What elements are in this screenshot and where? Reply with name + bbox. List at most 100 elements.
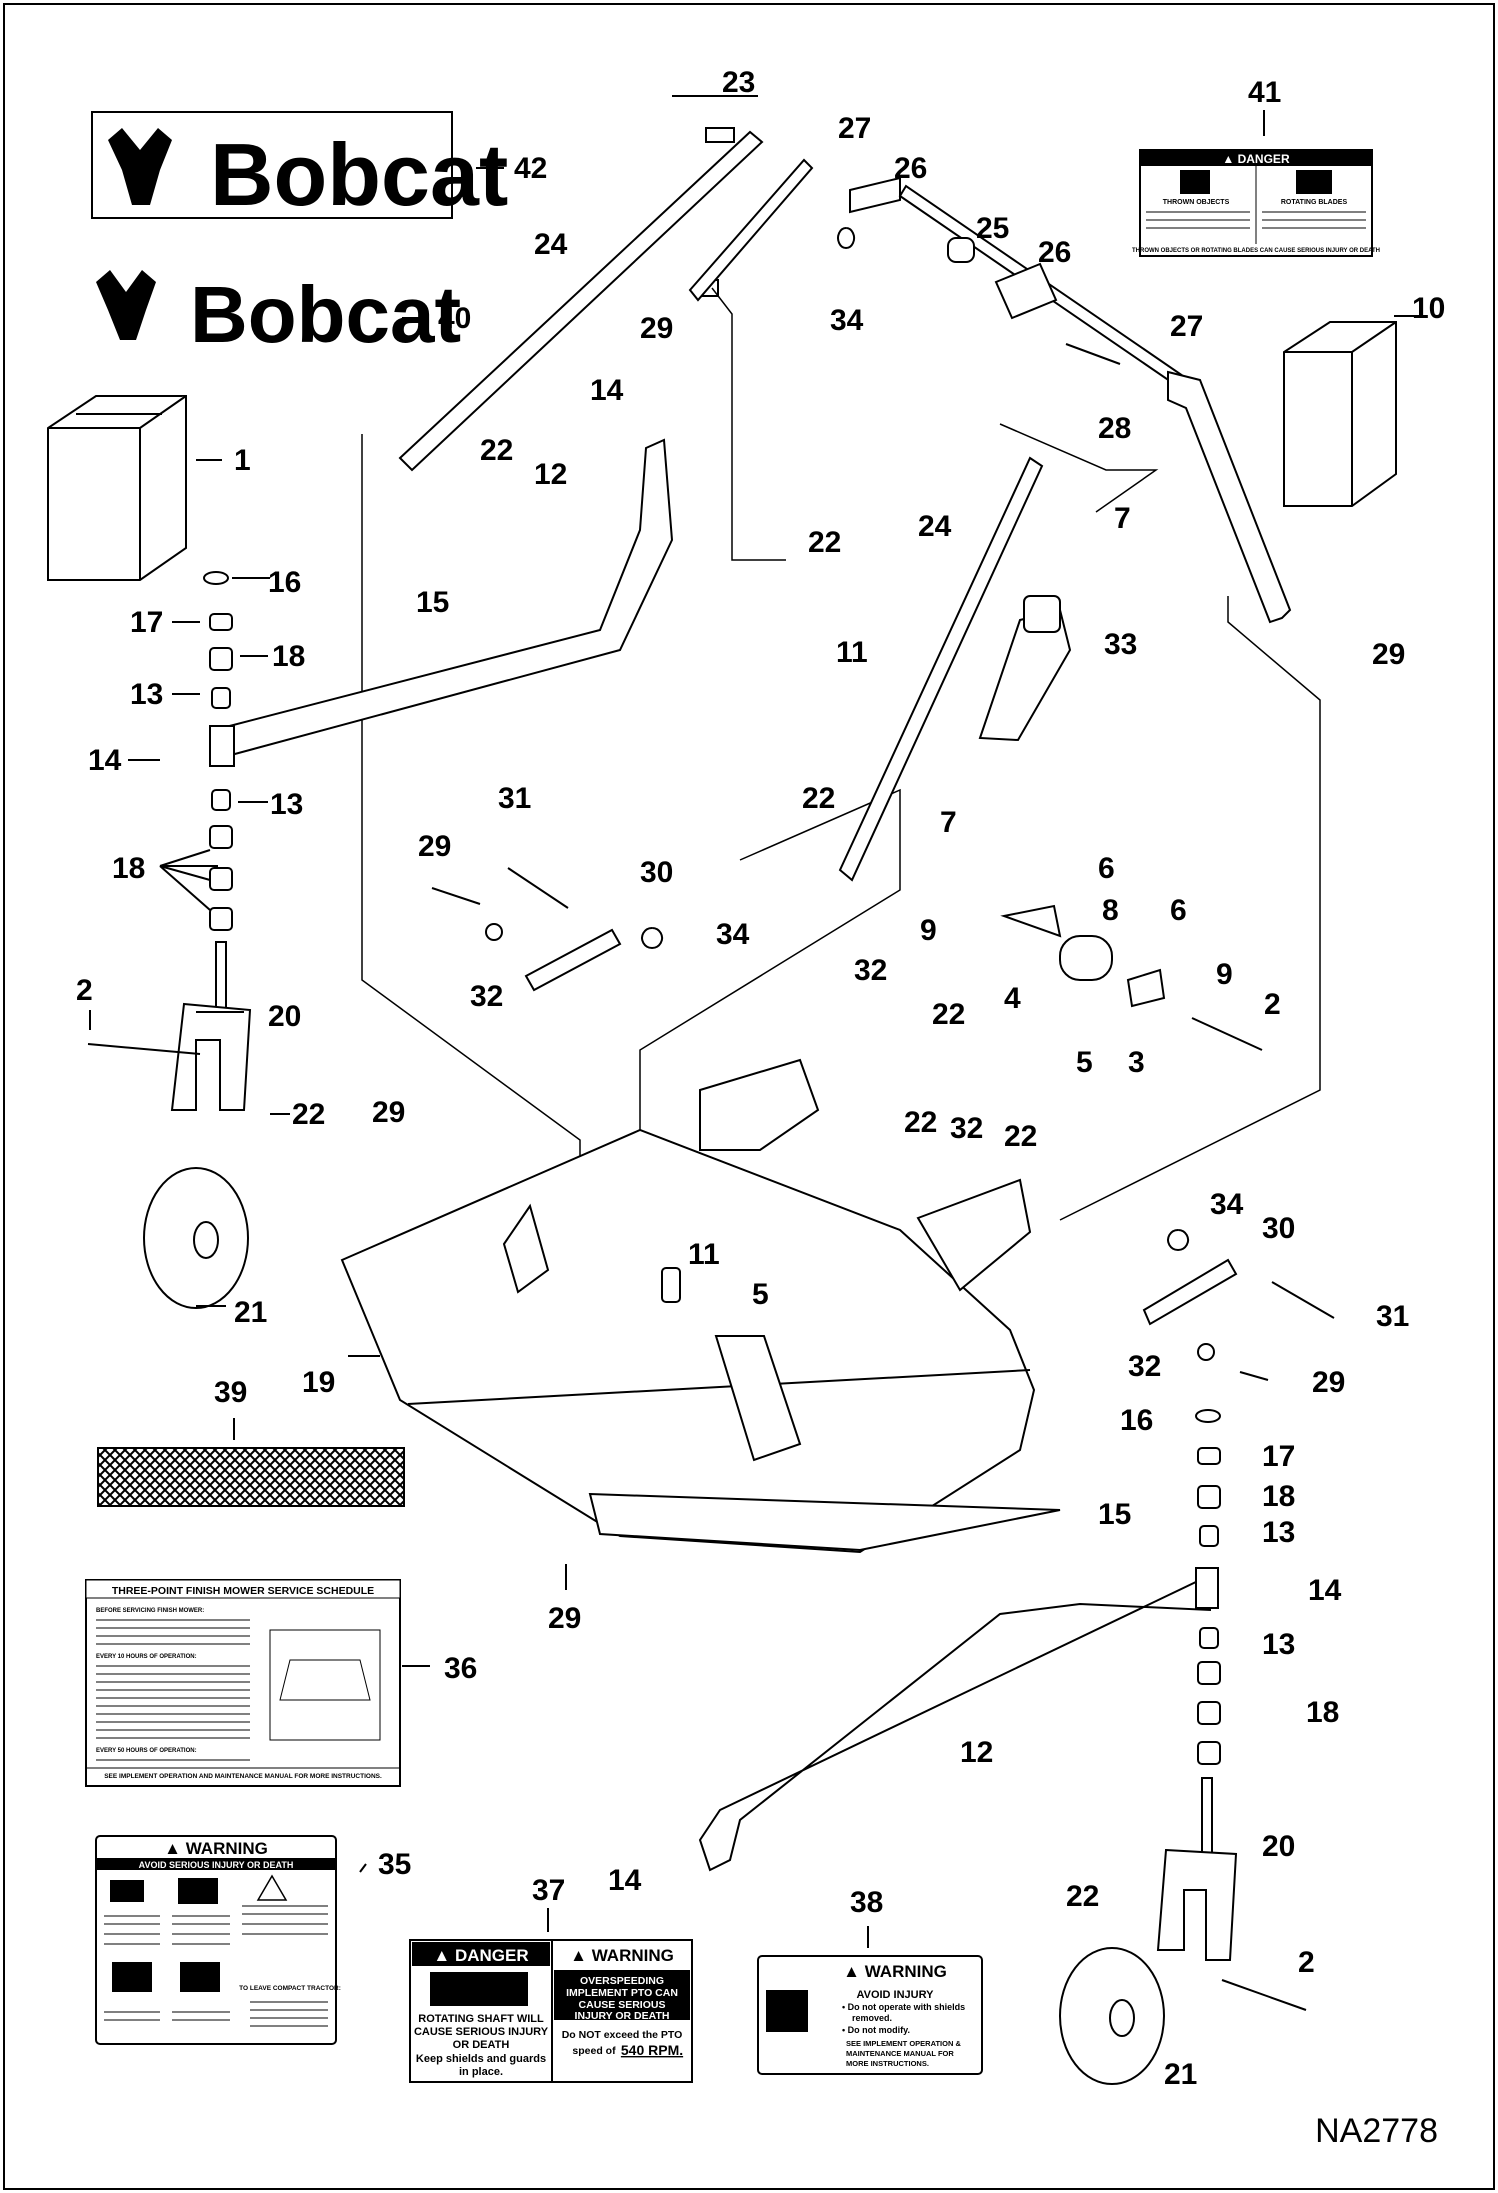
callout-22: 22 xyxy=(480,434,513,467)
callout-21b: 21 xyxy=(1164,2058,1197,2091)
deck-rear-bracket xyxy=(714,1335,802,1462)
callout-14: 14 xyxy=(590,374,624,407)
bobcat-head-icon xyxy=(108,128,172,205)
callout-22g: 22 xyxy=(1004,1120,1037,1153)
callout-2c: 2 xyxy=(1298,1946,1315,1979)
right-caster-assembly xyxy=(698,1409,1307,2085)
pin-28 xyxy=(1065,343,1121,365)
svg-text:removed.: removed. xyxy=(852,2013,892,2023)
warning-decal-35: ▲ WARNING AVOID SERIOUS INJURY OR DEATH … xyxy=(95,1835,341,2045)
callout-6b: 6 xyxy=(1170,894,1187,927)
svg-text:ROTATING SHAFT WILL: ROTATING SHAFT WILL xyxy=(418,2013,544,2025)
left-caster-assembly xyxy=(87,438,674,1309)
callout-30: 30 xyxy=(640,856,673,889)
caution-triangle-icon xyxy=(256,1874,288,1901)
svg-text:OR DEATH: OR DEATH xyxy=(453,2039,510,2051)
svg-text:• Do not modify.: • Do not modify. xyxy=(842,2025,910,2035)
svg-text:• Do not operate with shields: • Do not operate with shields xyxy=(842,2002,965,2012)
callout-15: 15 xyxy=(416,586,449,619)
callout-13b: 13 xyxy=(270,788,303,821)
pto-entanglement-icon xyxy=(178,1878,218,1904)
callout-24: 24 xyxy=(534,228,568,261)
callout-37: 37 xyxy=(532,1874,565,1907)
callout-38: 38 xyxy=(850,1886,883,1919)
svg-text:MORE INSTRUCTIONS.: MORE INSTRUCTIONS. xyxy=(846,2059,929,2068)
page-border xyxy=(3,3,1495,2190)
callout-16: 16 xyxy=(268,566,301,599)
center-linkage xyxy=(431,867,664,992)
callout-17b: 17 xyxy=(1262,1440,1295,1473)
callout-40: 40 xyxy=(438,302,471,335)
spacer-13b xyxy=(211,789,231,811)
callout-2b: 2 xyxy=(1264,988,1281,1021)
drawing-reference-number: NA2778 xyxy=(1315,2112,1438,2150)
manual-box-10 xyxy=(1283,321,1397,507)
callout-19: 19 xyxy=(302,1366,335,1399)
thrown-objects-icon xyxy=(1180,170,1210,194)
callout-22b: 22 xyxy=(808,526,841,559)
caster-arm-15-right xyxy=(698,1569,1211,1872)
seatbelt-icon xyxy=(180,1962,220,1992)
logo-text-40: Bobcat xyxy=(190,270,461,359)
callout-18d: 18 xyxy=(1306,1696,1339,1729)
service-schedule-decal-36: THREE-POINT FINISH MOWER SERVICE SCHEDUL… xyxy=(85,1579,401,1787)
callout-31: 31 xyxy=(498,782,531,815)
svg-text:THROWN OBJECTS OR ROTATING BLA: THROWN OBJECTS OR ROTATING BLADES CAN CA… xyxy=(1132,248,1380,254)
callout-18: 18 xyxy=(272,640,305,673)
mower-deck-19 xyxy=(340,1058,1061,1554)
deck-center-bracket xyxy=(699,1058,820,1151)
svg-text:▲ DANGER: ▲ DANGER xyxy=(1222,152,1290,166)
callout-34b: 34 xyxy=(716,918,750,951)
svg-text:MAINTENANCE MANUAL FOR: MAINTENANCE MANUAL FOR xyxy=(846,2049,954,2058)
callout-12: 12 xyxy=(534,458,567,491)
callout-20: 20 xyxy=(268,1000,301,1033)
bobcat-logo-decal-42: Bobcat xyxy=(91,111,508,224)
callout-18c: 18 xyxy=(1262,1480,1295,1513)
callout-32: 32 xyxy=(854,954,887,987)
callout-24b: 24 xyxy=(918,510,952,543)
svg-text:IMPLEMENT PTO CAN: IMPLEMENT PTO CAN xyxy=(566,1987,678,1999)
callout-20b: 20 xyxy=(1262,1830,1295,1863)
callout-7b: 7 xyxy=(940,806,957,839)
roller-assembly-8 xyxy=(1000,904,1263,1051)
deck-bracket-right xyxy=(916,1178,1032,1292)
spacer-13 xyxy=(211,687,231,709)
callout-25: 25 xyxy=(976,212,1009,245)
shield-guard-icon xyxy=(766,1990,808,2032)
svg-text:Keep shields and guards: Keep shields and guards xyxy=(416,2053,546,2065)
svg-text:▲ WARNING: ▲ WARNING xyxy=(164,1839,268,1858)
svg-text:540 RPM.: 540 RPM. xyxy=(621,2042,683,2058)
callout-9: 9 xyxy=(920,914,937,947)
callout-9b: 9 xyxy=(1216,958,1233,991)
svg-text:OVERSPEEDING: OVERSPEEDING xyxy=(580,1975,664,1987)
callout-26: 26 xyxy=(894,152,927,185)
callout-22e: 22 xyxy=(292,1098,325,1131)
callout-34c: 34 xyxy=(1210,1188,1244,1221)
svg-text:Do NOT exceed the PTO: Do NOT exceed the PTO xyxy=(562,2029,683,2041)
callout-34: 34 xyxy=(830,304,864,337)
callout-26b: 26 xyxy=(1038,236,1071,269)
hitch-plate-26 xyxy=(849,176,901,214)
rotating-blades-icon xyxy=(1296,170,1332,194)
callout-31b: 31 xyxy=(1376,1300,1409,1333)
hitch-plate-26-right xyxy=(994,262,1058,320)
spindle-20 xyxy=(215,941,227,1011)
callout-7: 7 xyxy=(1114,502,1131,535)
callout-1: 1 xyxy=(234,444,251,477)
svg-text:TO LEAVE COMPACT TRACTOR:: TO LEAVE COMPACT TRACTOR: xyxy=(239,1985,341,1992)
danger-decal-41: ▲ DANGER THROWN OBJECTS ROTATING BLADES … xyxy=(1132,149,1380,257)
callout-29c: 29 xyxy=(418,830,451,863)
callout-2: 2 xyxy=(76,974,93,1007)
callout-22f: 22 xyxy=(904,1106,937,1139)
hitch-arm-24-left xyxy=(398,130,764,472)
svg-text:CAUSE SERIOUS: CAUSE SERIOUS xyxy=(579,1999,666,2011)
pivot-tube-14 xyxy=(209,725,235,767)
svg-text:SEE IMPLEMENT OPERATION AND MA: SEE IMPLEMENT OPERATION AND MAINTENANCE … xyxy=(104,1773,382,1780)
rotating-shaft-icon xyxy=(430,1972,528,2006)
top-hitch-assembly xyxy=(398,95,1292,624)
pivot-tube-14-right xyxy=(1195,1567,1219,1609)
callout-22h: 22 xyxy=(1066,1880,1099,1913)
callout-28: 28 xyxy=(1098,412,1131,445)
callout-29b: 29 xyxy=(1372,638,1405,671)
